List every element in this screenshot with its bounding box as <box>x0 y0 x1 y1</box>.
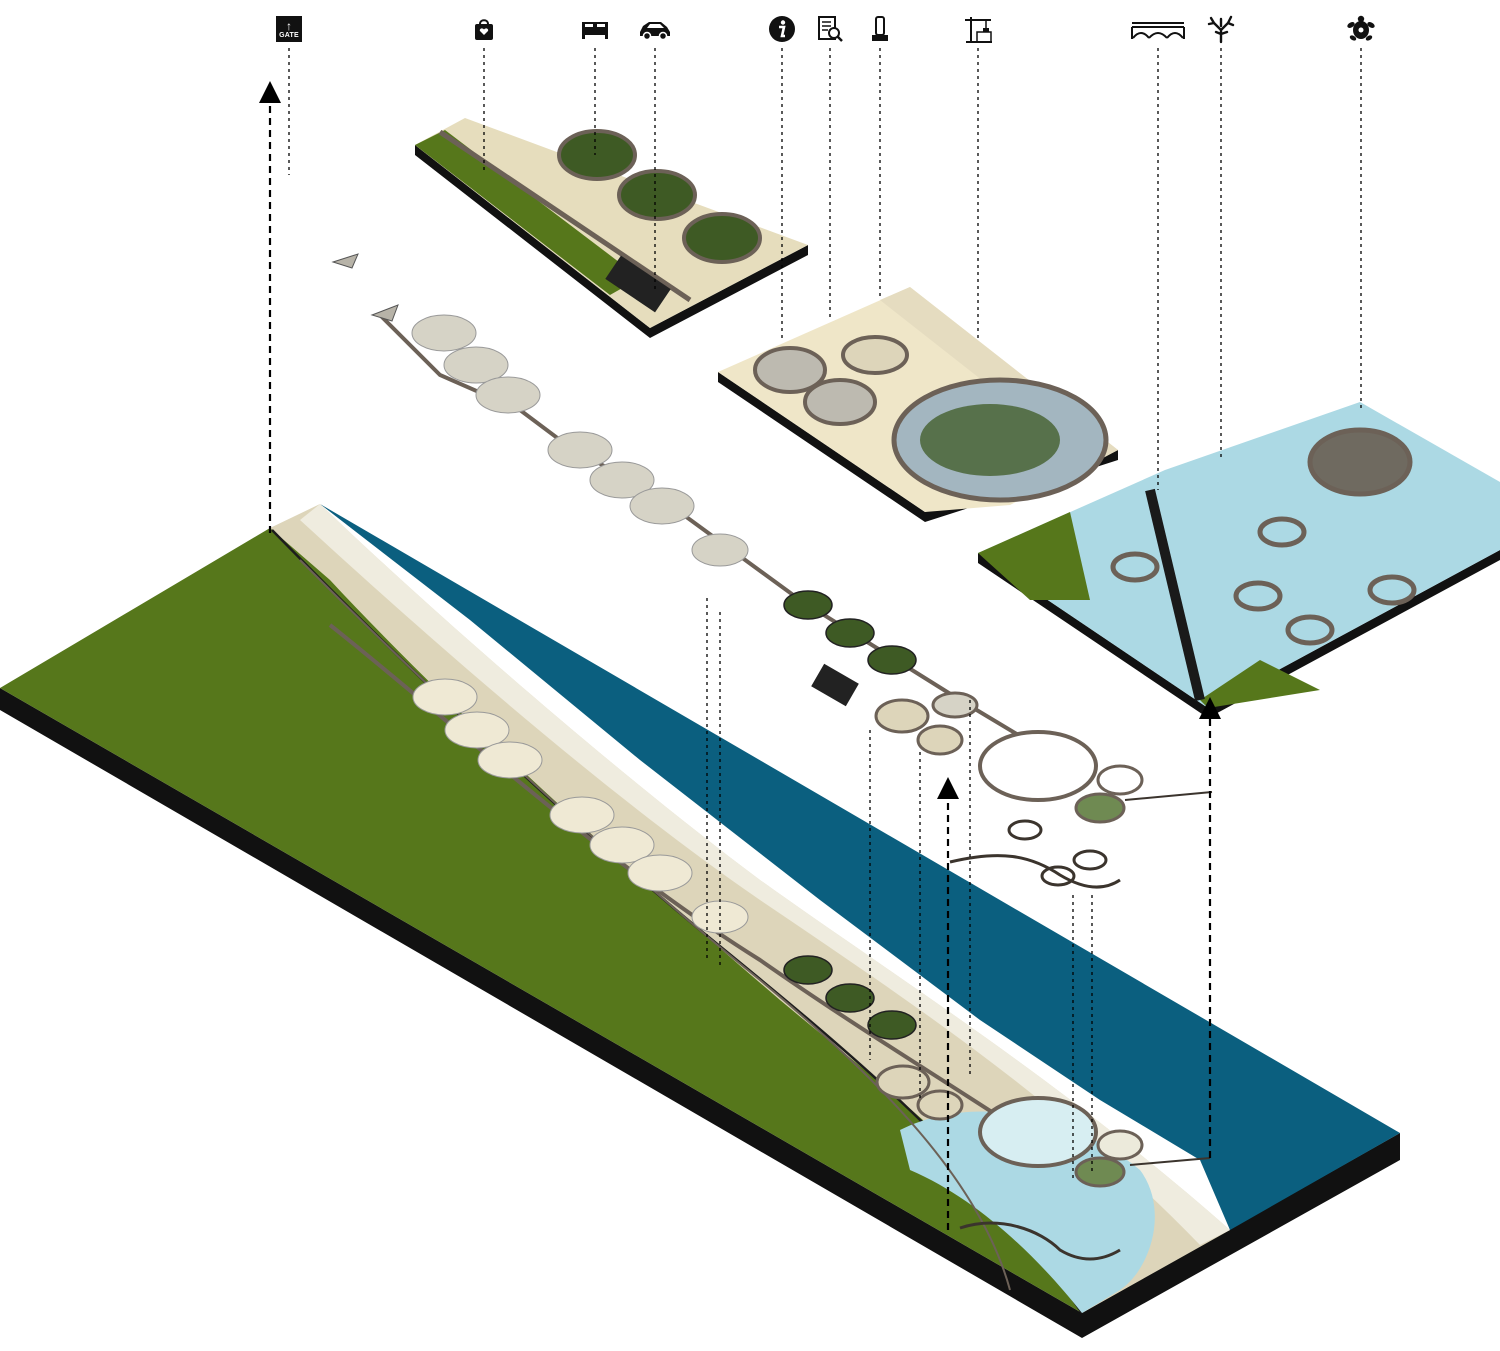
tile-side <box>415 145 808 338</box>
lodge-cluster <box>783 590 833 620</box>
sanctuary-dome <box>1307 427 1413 497</box>
info-center <box>875 1064 931 1100</box>
beach-light-edge <box>300 504 1230 1245</box>
info-glyph <box>769 16 795 42</box>
coral-glyph <box>1207 15 1235 44</box>
gate-arrow-glyph: ↑ <box>286 18 292 33</box>
lodge-cluster <box>867 1010 917 1040</box>
bed-icon <box>575 12 615 46</box>
gate-marker <box>331 253 359 269</box>
plaza <box>589 461 655 499</box>
plaza <box>477 741 543 779</box>
document-search-glyph <box>818 16 843 42</box>
sea-area <box>320 504 1400 1230</box>
info-icon <box>762 12 802 46</box>
boardwalk <box>959 1221 1121 1261</box>
tile-grass <box>1200 660 1320 708</box>
museum <box>916 724 964 756</box>
plaza <box>629 487 695 525</box>
sea-turtle-glyph <box>1347 15 1375 41</box>
bridge-glyph <box>1131 22 1185 39</box>
gate-icon: ↑ GATE <box>269 12 309 46</box>
tile-road <box>438 129 692 303</box>
detail-tile-lodges <box>415 118 808 338</box>
lodge-cluster <box>682 212 762 264</box>
main-base-slab <box>0 504 1400 1338</box>
plaza <box>549 796 615 834</box>
plaza <box>411 314 477 352</box>
boardwalk-ring <box>1367 574 1417 606</box>
plaza <box>412 678 478 716</box>
plaza-ring <box>841 335 909 375</box>
shopping-bag-icon <box>464 12 504 46</box>
car-icon <box>635 12 675 46</box>
boardwalk-ring <box>1040 865 1076 887</box>
car-glyph <box>640 22 670 40</box>
boardwalk-ring <box>1233 580 1283 612</box>
leader-lines <box>288 48 1362 1180</box>
coral-icon <box>1201 12 1241 46</box>
plaza-ring <box>931 691 979 719</box>
main-pathway <box>299 559 1011 1291</box>
turtle-plaza <box>1096 1129 1144 1161</box>
bed-glyph <box>582 22 608 39</box>
tile-dark-road <box>1145 488 1205 702</box>
grass-area <box>0 528 1082 1313</box>
lodge-cluster <box>557 129 637 181</box>
kiosk-marker <box>370 304 399 322</box>
lodge-cluster <box>825 618 875 648</box>
info-center <box>753 346 827 394</box>
plaza <box>547 431 613 469</box>
parking-area <box>605 255 671 313</box>
plaza <box>443 346 509 384</box>
plaza <box>627 854 693 892</box>
detail-tile-palm-garden <box>718 287 1118 522</box>
lodge-cluster <box>617 169 697 221</box>
turtle-plaza <box>1096 764 1144 796</box>
boardwalk-ring <box>1110 551 1160 583</box>
tile-grass <box>978 512 1090 600</box>
construction-crane-glyph <box>965 17 992 43</box>
document-search-icon <box>810 12 850 46</box>
construction-crane-icon <box>958 12 998 46</box>
lodge-cluster <box>783 955 833 985</box>
tile-green-strip <box>415 130 640 295</box>
info-center <box>874 698 930 734</box>
lagoon-ring <box>978 1096 1098 1168</box>
boardwalk-ring <box>1072 849 1108 871</box>
sanctuary-ring <box>1074 792 1126 824</box>
lodge-cluster <box>825 983 875 1013</box>
gate-badge: ↑ GATE <box>276 16 302 42</box>
monument-icon <box>860 12 900 46</box>
boardwalk <box>949 854 1121 889</box>
pier <box>1129 1157 1211 1166</box>
detail-tile-waterfront <box>978 402 1500 718</box>
bridge-icon <box>1130 12 1186 46</box>
plaza <box>475 376 541 414</box>
parking-block <box>811 663 859 707</box>
museum <box>803 378 877 426</box>
plaza <box>691 533 749 567</box>
palm-grove <box>920 404 1060 476</box>
boardwalk-ring <box>1257 516 1307 548</box>
lodge-cluster <box>867 645 917 675</box>
plaza <box>444 711 510 749</box>
exploded-masterplan-strip <box>331 253 1213 889</box>
museum <box>916 1089 964 1121</box>
shopping-bag-glyph <box>475 19 493 40</box>
plaza <box>589 826 655 864</box>
pier <box>1124 791 1213 801</box>
gate-icon-label: GATE <box>279 31 299 39</box>
boardwalk-ring <box>1285 614 1335 646</box>
lagoon-ring <box>978 730 1098 802</box>
boardwalk-ring <box>1007 819 1043 841</box>
projection-arrows <box>259 81 1221 1230</box>
sanctuary-ring <box>1074 1156 1126 1188</box>
monument-glyph <box>872 16 888 41</box>
tile-top <box>415 118 808 328</box>
sea-turtle-icon <box>1341 12 1381 46</box>
